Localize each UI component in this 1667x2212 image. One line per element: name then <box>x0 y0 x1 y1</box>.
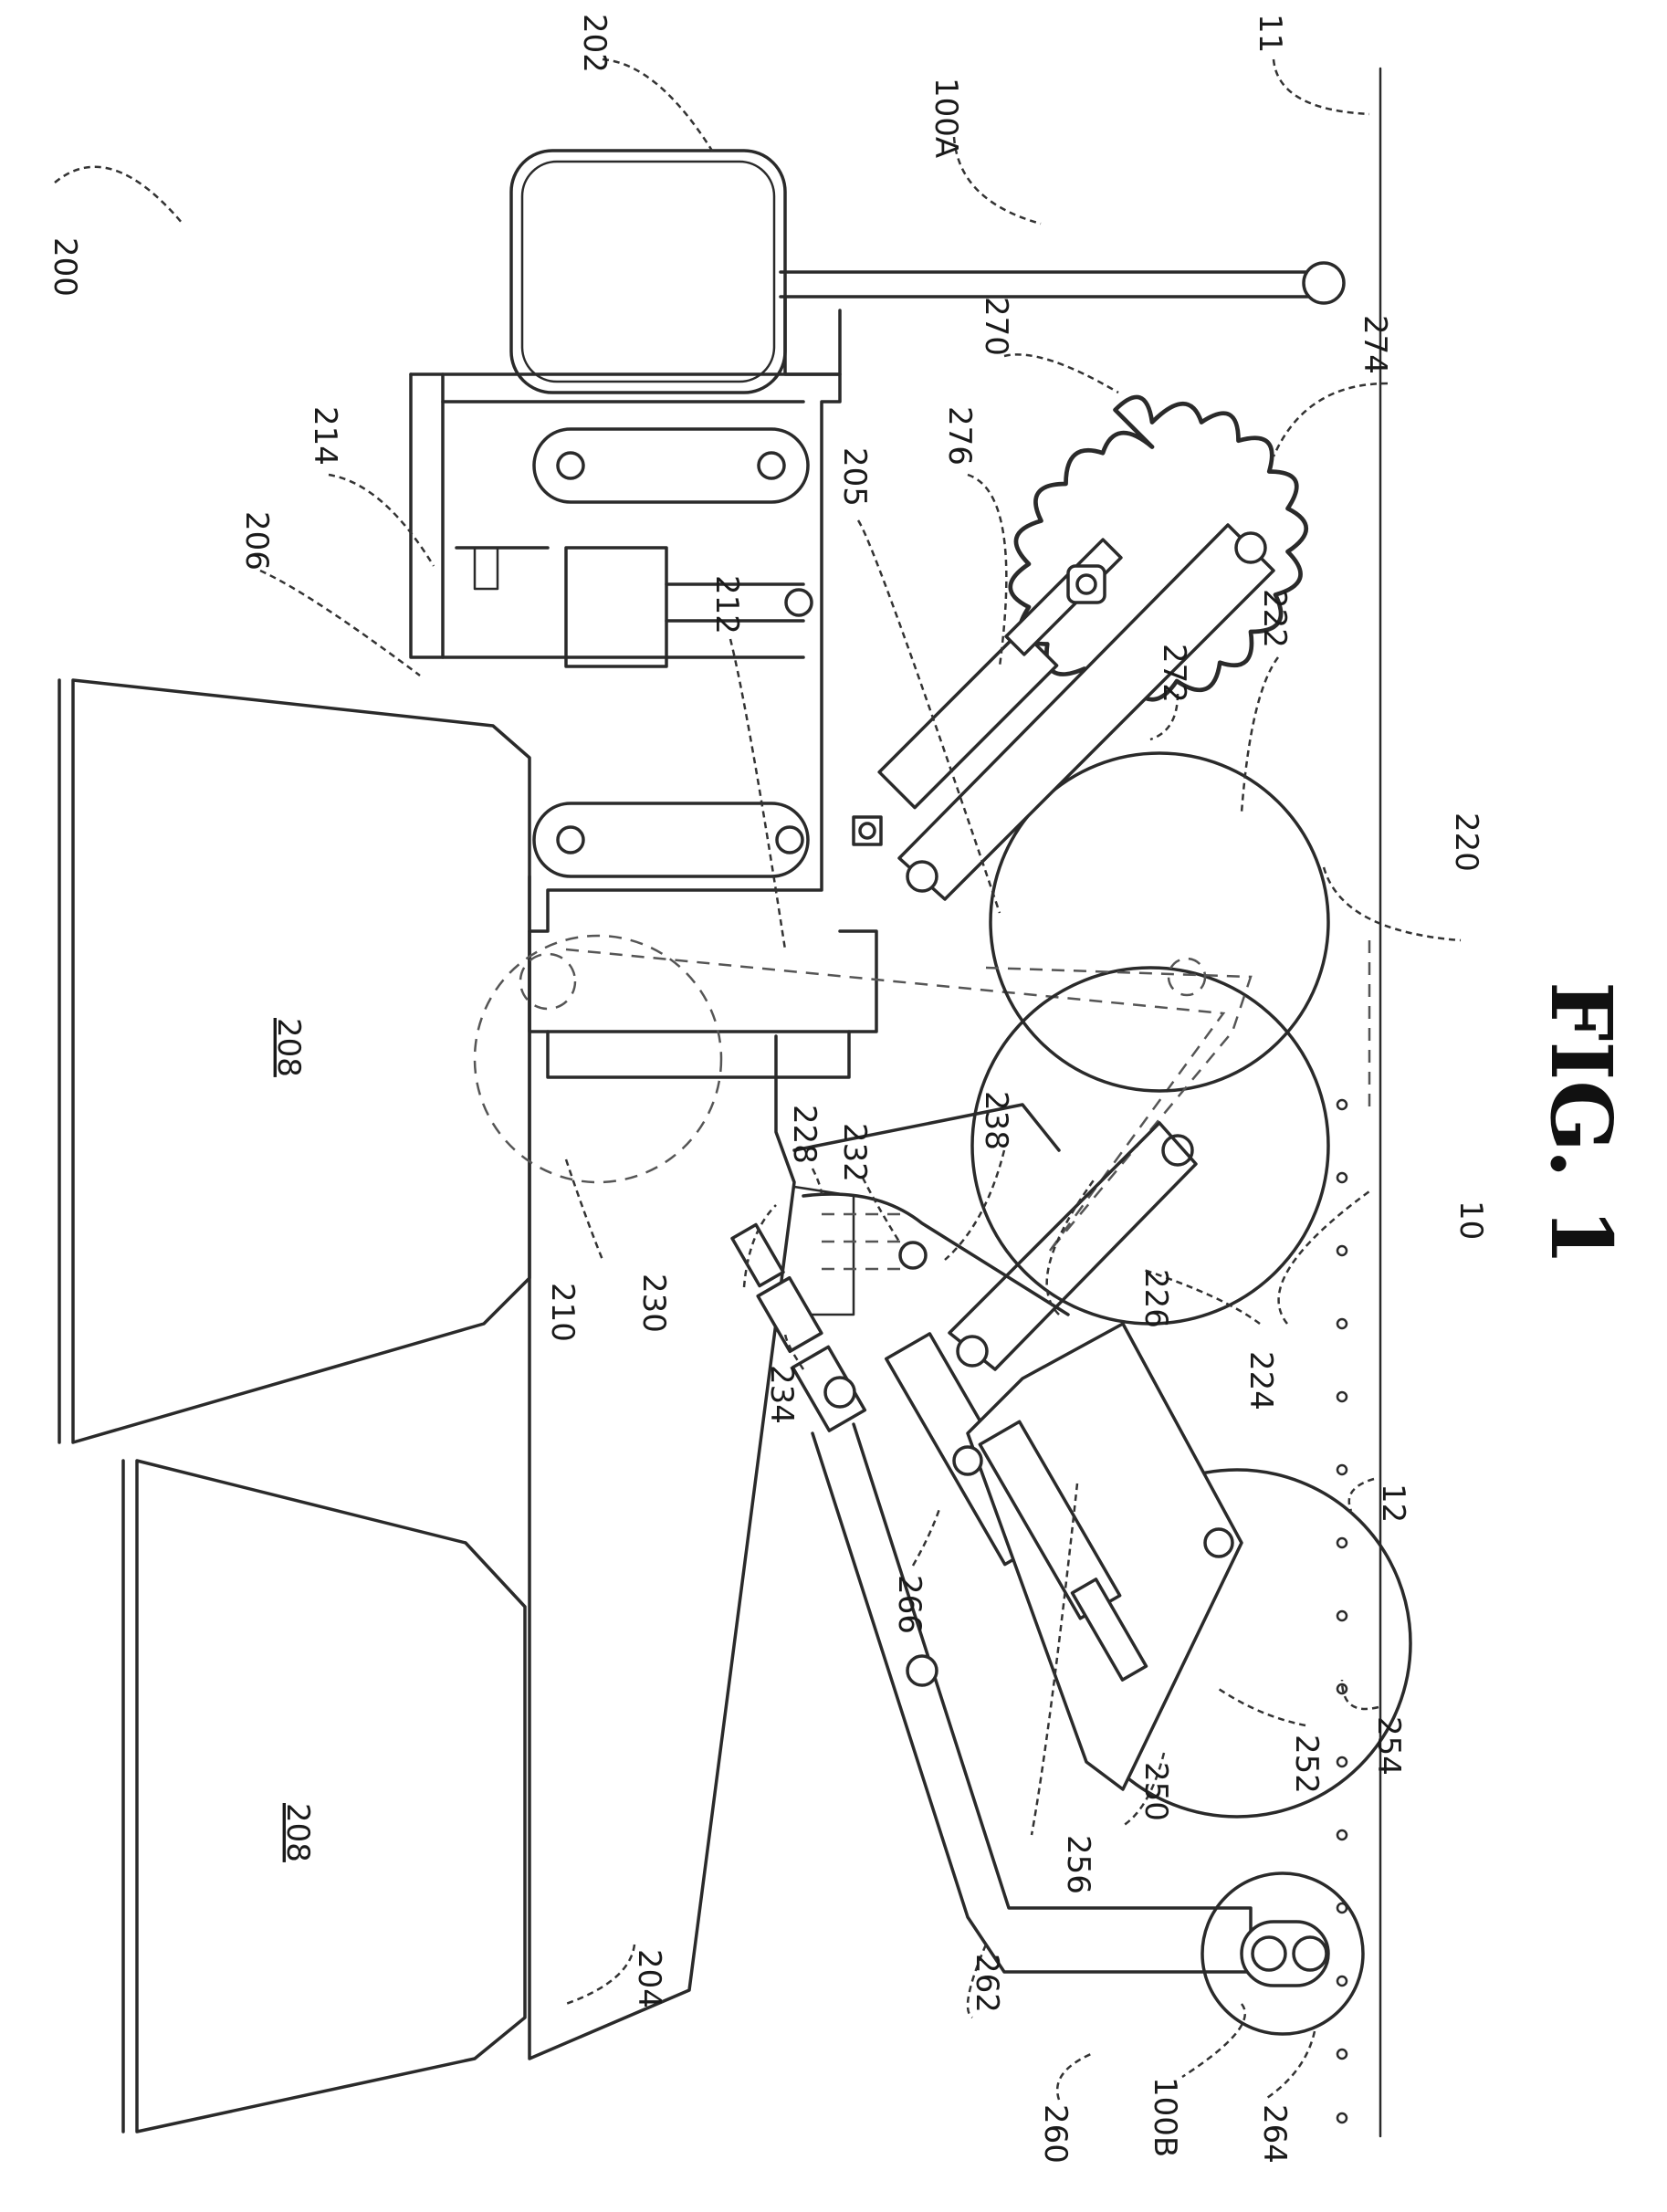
leader-lines <box>55 59 1461 2100</box>
arm-226 <box>949 1123 1196 1369</box>
toolbar-212 <box>529 931 876 1032</box>
label-208-bottom: 208 <box>279 1803 316 1862</box>
reference-labels: 200 202 100A 11 214 206 205 276 270 274 … <box>47 14 1489 2164</box>
label-100A: 100A <box>928 78 964 158</box>
label-226: 226 <box>1138 1269 1174 1328</box>
label-230: 230 <box>635 1274 672 1333</box>
tractor-block <box>511 151 785 393</box>
label-222: 222 <box>1256 589 1293 648</box>
label-228: 228 <box>786 1105 823 1164</box>
label-212: 212 <box>708 575 745 634</box>
dashed-wheel-210 <box>475 936 721 1182</box>
label-10: 10 <box>1452 1200 1489 1240</box>
label-100B: 100B <box>1147 2077 1183 2157</box>
label-210: 210 <box>544 1283 581 1342</box>
label-272: 272 <box>1156 644 1192 703</box>
label-205: 205 <box>836 447 873 507</box>
label-252: 252 <box>1288 1735 1325 1794</box>
label-202: 202 <box>576 14 613 73</box>
label-11: 11 <box>1252 14 1288 53</box>
hopper-208-bottom <box>123 1461 525 2132</box>
label-224: 224 <box>1242 1351 1279 1410</box>
label-204: 204 <box>631 1949 667 2008</box>
label-262: 262 <box>969 1954 1005 2013</box>
label-220: 220 <box>1448 812 1484 872</box>
label-234: 234 <box>763 1365 800 1424</box>
label-206: 206 <box>238 511 275 571</box>
label-12: 12 <box>1375 1483 1411 1523</box>
label-250: 250 <box>1138 1762 1174 1821</box>
label-254: 254 <box>1370 1716 1407 1776</box>
label-266: 266 <box>891 1575 928 1634</box>
seed-row <box>1337 1100 1347 2123</box>
actuator-214 <box>566 548 666 666</box>
figure-caption: FIG. 1 <box>1532 981 1630 1266</box>
label-238: 238 <box>978 1091 1014 1150</box>
tow-link-100A <box>781 272 1315 297</box>
label-260: 260 <box>1037 2104 1074 2164</box>
machine-drawing <box>55 59 1461 2136</box>
chassis-204 <box>529 876 794 2059</box>
label-256: 256 <box>1060 1835 1096 1894</box>
label-200: 200 <box>47 237 83 297</box>
label-276: 276 <box>941 406 978 466</box>
label-270: 270 <box>978 297 1014 356</box>
label-208-top: 208 <box>270 1018 307 1077</box>
label-232: 232 <box>836 1123 873 1182</box>
label-274: 274 <box>1357 315 1393 374</box>
label-214: 214 <box>307 406 343 466</box>
label-264: 264 <box>1256 2104 1293 2164</box>
